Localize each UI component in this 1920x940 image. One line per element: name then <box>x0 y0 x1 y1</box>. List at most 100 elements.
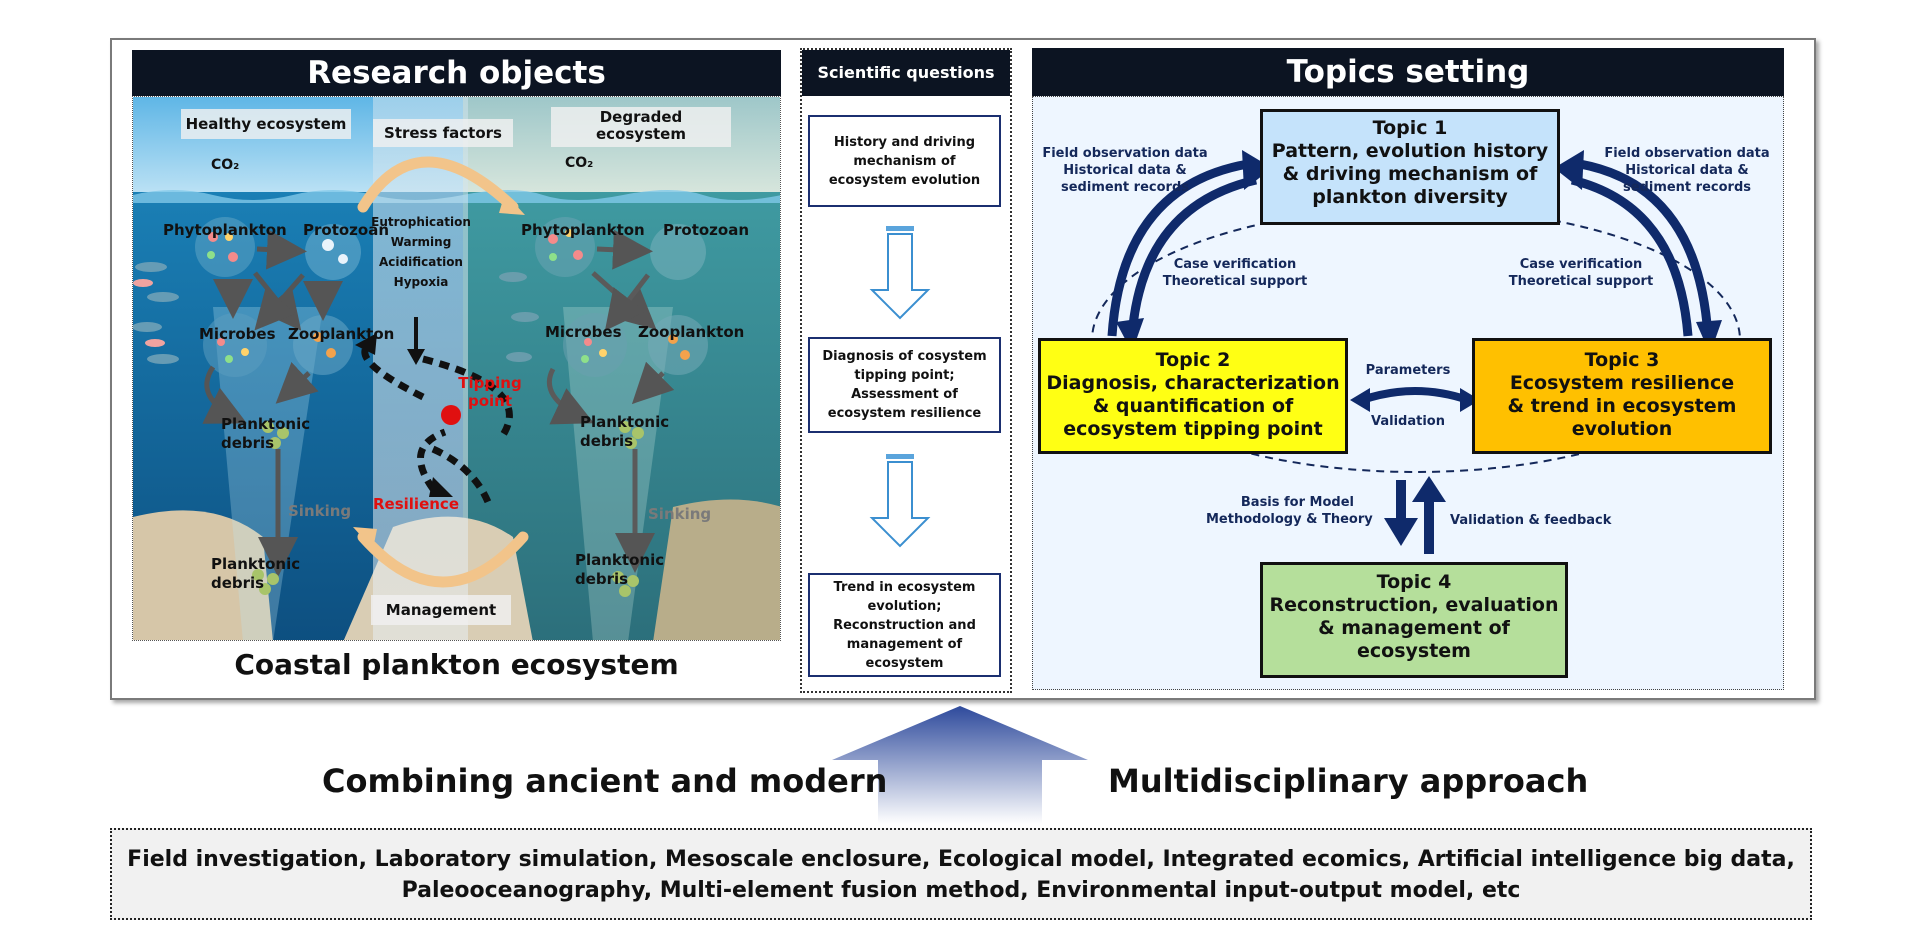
basis-l1: Basis for Model <box>1240 495 1354 510</box>
multidisciplinary-label: Multidisciplinary approach <box>1108 762 1589 800</box>
validation-label: Validation <box>1371 414 1445 429</box>
arrowhead-up-from-topic4 <box>1412 476 1446 502</box>
sinking-right: Sinking <box>648 505 712 523</box>
stressor-eutrophication: Eutrophication <box>371 215 471 229</box>
q2-line-2: tipping point; <box>854 368 955 383</box>
q1-line-2: mechanism of <box>853 153 956 169</box>
topic3-line3: evolution <box>1571 418 1673 440</box>
sinking-left: Sinking <box>288 502 352 520</box>
topic3-line1: Ecosystem resilience <box>1509 372 1735 394</box>
arrowhead-to-topic3 <box>1696 320 1722 354</box>
resilience-label: Resilience <box>373 495 459 513</box>
debris-bottom-left: Planktonic debris <box>211 555 300 593</box>
field-data-right: Field observation data Historical data &… <box>1602 145 1772 196</box>
debris-bottom-right: Planktonic debris <box>575 551 664 589</box>
down-arrow-1 <box>869 226 931 320</box>
protozoan-right: Protozoan <box>663 221 750 239</box>
field-left-l2: Historical data & <box>1063 163 1187 178</box>
arrowhead-to-topic1-right <box>1554 150 1584 190</box>
scene-illustration <box>133 97 780 640</box>
q3-line-2: evolution; <box>867 598 942 614</box>
debris-mid-right: Planktonic debris <box>580 413 669 451</box>
topic2-line1: Diagnosis, characterization <box>1046 372 1340 394</box>
debris-mid-left: Planktonic debris <box>221 415 310 453</box>
tipping-l2: point <box>467 392 513 410</box>
basis-label: Basis for Model Methodology & Theory <box>1206 494 1373 528</box>
phytoplankton-right: Phytoplankton <box>521 221 645 239</box>
topic2-line3: ecosystem tipping point <box>1063 418 1323 440</box>
topic4-line1: Reconstruction, evaluation <box>1269 594 1559 616</box>
methods-line-2: Paleooceanography, Multi-element fusion … <box>401 878 1521 903</box>
topic1-line2: & driving mechanism of <box>1282 163 1538 185</box>
feedback-label: Validation & feedback <box>1450 513 1612 528</box>
degraded-label: Degraded ecosystem <box>596 108 686 143</box>
stress-tag: Stress factors <box>373 119 513 147</box>
combining-label: Combining ancient and modern <box>322 762 888 800</box>
q1-line-1: History and driving <box>833 134 976 150</box>
case-left-l2: Theoretical support <box>1162 274 1308 289</box>
stressor-warming: Warming <box>390 235 452 249</box>
microbes-cluster-left <box>203 313 267 377</box>
debris-bottom-left-l2: debris <box>211 574 265 592</box>
q3-line-3: Reconstruction and <box>833 617 976 633</box>
research-header: Research objects <box>132 50 781 96</box>
case-left-l1: Case verification <box>1173 257 1297 272</box>
debris-bottom-left-l1: Planktonic <box>211 555 301 573</box>
field-left-l1: Field observation data <box>1042 146 1208 161</box>
question-box-2: Diagnosis of cosystem tipping point; Ass… <box>808 337 1001 433</box>
fish-pink-left <box>133 279 165 347</box>
zooplankton-cluster-left <box>293 315 353 375</box>
topic2-title: Topic 2 <box>1155 349 1231 371</box>
q2-line-3: Assessment of <box>851 387 958 402</box>
basis-l2: Methodology & Theory <box>1206 512 1373 527</box>
debris-mid-left-l2: debris <box>221 434 275 452</box>
topic-2-box: Topic 2 Diagnosis, characterization & qu… <box>1038 338 1348 454</box>
parameters-label: Parameters <box>1365 363 1451 378</box>
case-left: Case verification Theoretical support <box>1160 256 1310 290</box>
q2-line-1: Diagnosis of cosystem <box>822 349 987 364</box>
topic3-title: Topic 3 <box>1584 349 1660 371</box>
field-data-left: Field observation data Historical data &… <box>1040 145 1210 196</box>
topic-4-box: Topic 4 Reconstruction, evaluation & man… <box>1260 562 1568 678</box>
topic1-line1: Pattern, evolution history <box>1271 140 1549 162</box>
healthy-tag: Healthy ecosystem <box>181 109 351 139</box>
down-arrow-2 <box>869 454 931 548</box>
zooplankton-cluster-right <box>648 315 708 375</box>
case-right-l2: Theoretical support <box>1508 274 1654 289</box>
q3-line-4: management of <box>846 636 963 652</box>
topic3-line2: & trend in ecosystem <box>1507 395 1737 417</box>
field-right-l2: Historical data & <box>1625 163 1749 178</box>
field-left-l3: sediment records <box>1061 180 1189 195</box>
arrowhead-to-topic2 <box>1116 318 1144 352</box>
phytoplankton-left: Phytoplankton <box>163 221 287 239</box>
protozoan-left: Protozoan <box>303 221 390 239</box>
debris-mid-right-l1: Planktonic <box>580 413 670 431</box>
topic4-line2: & management of <box>1318 617 1510 639</box>
question-box-1: History and driving mechanism of ecosyst… <box>808 115 1001 207</box>
debris-bottom-right-l2: debris <box>575 570 629 588</box>
case-right-l1: Case verification <box>1519 257 1643 272</box>
debris-mid-right-l2: debris <box>580 432 634 450</box>
co2-right: CO₂ <box>565 155 594 171</box>
methods-box: Field investigation, Laboratory simulati… <box>110 828 1812 920</box>
tipping-l1: Tipping <box>458 374 522 392</box>
stressor-hypoxia: Hypoxia <box>393 275 449 289</box>
management-tag: Management <box>371 595 511 625</box>
degraded-tag: Degraded ecosystem <box>551 107 731 147</box>
microbes-right: Microbes <box>545 323 622 341</box>
plankton-scene: Healthy ecosystem Stress factors Degrade… <box>132 96 781 641</box>
stressor-acidification: Acidification <box>379 255 463 269</box>
q3-line-5: ecosystem <box>865 655 944 671</box>
co2-left: CO₂ <box>211 157 240 173</box>
arrowhead-to-topic1-left <box>1242 150 1272 190</box>
arrowhead-down-topic4 <box>1384 518 1418 546</box>
field-right-l3: sediment records <box>1623 180 1751 195</box>
phyto-cluster-left <box>195 217 255 277</box>
question-box-3: Trend in ecosystem evolution; Reconstruc… <box>808 573 1001 677</box>
questions-column <box>800 48 1012 693</box>
debris-mid-left-l1: Planktonic <box>221 415 311 433</box>
stressor-list: Eutrophication Warming Acidification Hyp… <box>371 212 471 292</box>
topic4-title: Topic 4 <box>1376 571 1452 593</box>
tipping-point-marker <box>441 405 461 425</box>
up-arrow <box>832 706 1088 824</box>
